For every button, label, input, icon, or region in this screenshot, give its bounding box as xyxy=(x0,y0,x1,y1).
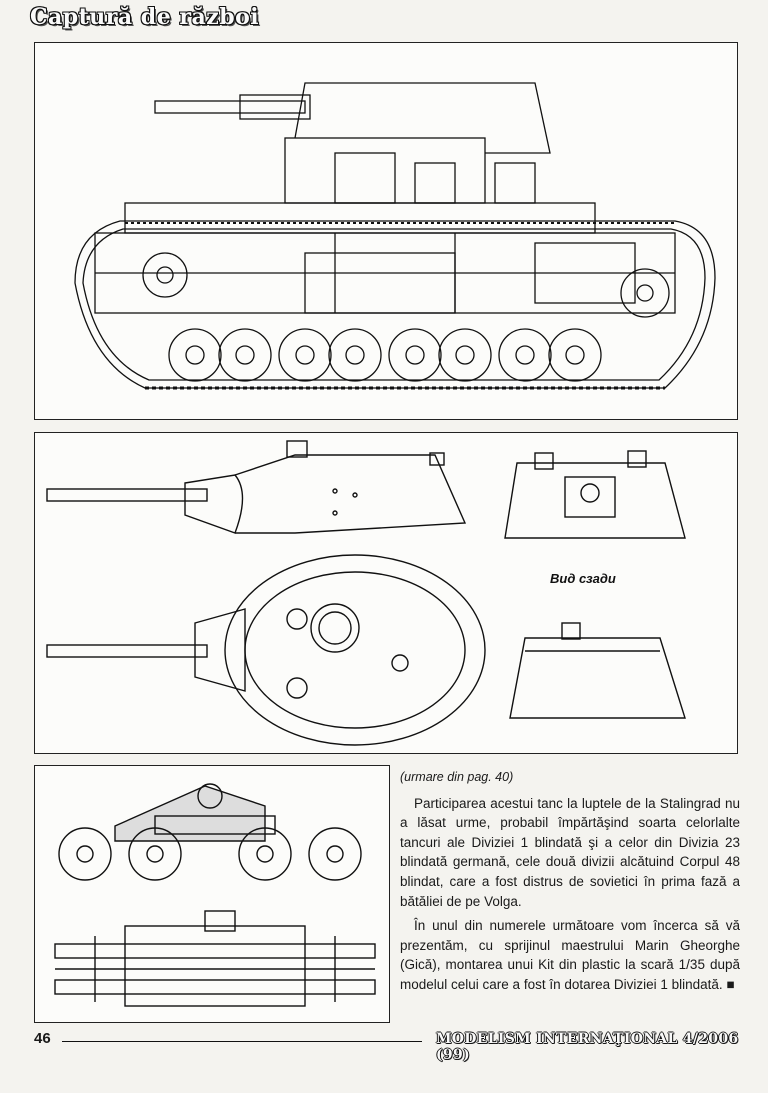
section-header: Captură de război xyxy=(30,4,260,30)
page-number: 46 xyxy=(34,1030,51,1047)
tank-cutaway-drawing xyxy=(74,82,716,390)
magazine-title: MODELISM INTERNAŢIONAL 4/2006 (99) xyxy=(436,1031,739,1063)
article-paragraph: În unul din numerele următoare vom încer… xyxy=(400,918,740,992)
suspension-figure xyxy=(34,765,390,1023)
turret-views-figure: Вид сзади xyxy=(34,432,738,754)
tank-cutaway-figure xyxy=(34,42,738,420)
rear-view-label: Вид сзади xyxy=(550,571,616,586)
continuation-note: (urmare din pag. 40) xyxy=(400,770,514,784)
article-text: (urmare din pag. 40) Participarea acestu… xyxy=(400,768,740,995)
article-paragraph: Participarea acestui tanc la luptele de … xyxy=(400,795,740,909)
suspension-drawing xyxy=(54,783,376,1007)
footer-divider xyxy=(62,1041,422,1042)
turret-views-drawing xyxy=(46,440,686,746)
